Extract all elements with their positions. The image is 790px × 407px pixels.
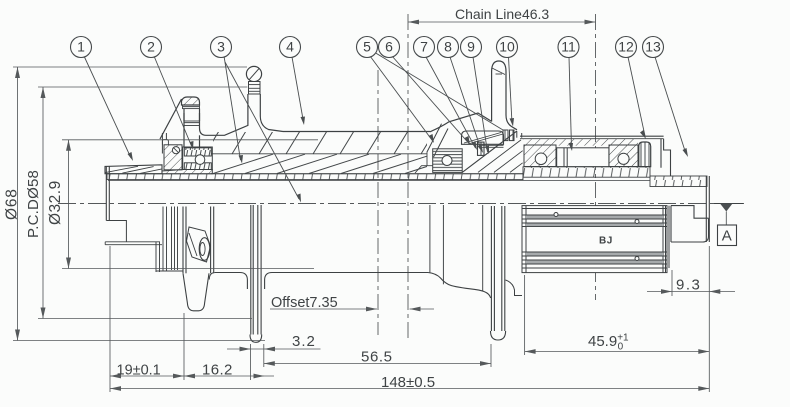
svg-text:19±0.1: 19±0.1 [117,363,161,379]
svg-text:5: 5 [363,39,371,55]
svg-text:4: 4 [286,39,294,55]
svg-text:1: 1 [77,39,85,55]
svg-text:Ø32.9: Ø32.9 [47,180,64,225]
svg-text:148±0.5: 148±0.5 [381,374,435,391]
svg-text:12: 12 [618,39,634,55]
svg-text:3.2: 3.2 [292,333,316,350]
svg-text:10: 10 [499,39,515,55]
svg-text:Ø68: Ø68 [4,188,21,220]
svg-text:9.3: 9.3 [676,277,701,294]
svg-text:3: 3 [217,39,225,55]
svg-text:P.C.DØ58: P.C.DØ58 [25,170,42,238]
svg-text:BJ: BJ [599,236,613,247]
svg-text:A: A [722,228,732,245]
svg-text:56.5: 56.5 [361,349,393,366]
svg-text:Chain Line46.3: Chain Line46.3 [455,6,549,22]
svg-text:13: 13 [645,39,661,55]
svg-text:2: 2 [147,39,155,55]
svg-text:6: 6 [385,39,393,55]
svg-text:Offset7.35: Offset7.35 [271,295,338,311]
svg-text:7: 7 [420,39,428,55]
svg-text:16.2: 16.2 [202,362,233,379]
svg-text:9: 9 [467,39,475,55]
svg-text:8: 8 [444,39,452,55]
svg-text:11: 11 [561,39,576,55]
svg-text:45.9+10: 45.9+10 [588,333,629,353]
